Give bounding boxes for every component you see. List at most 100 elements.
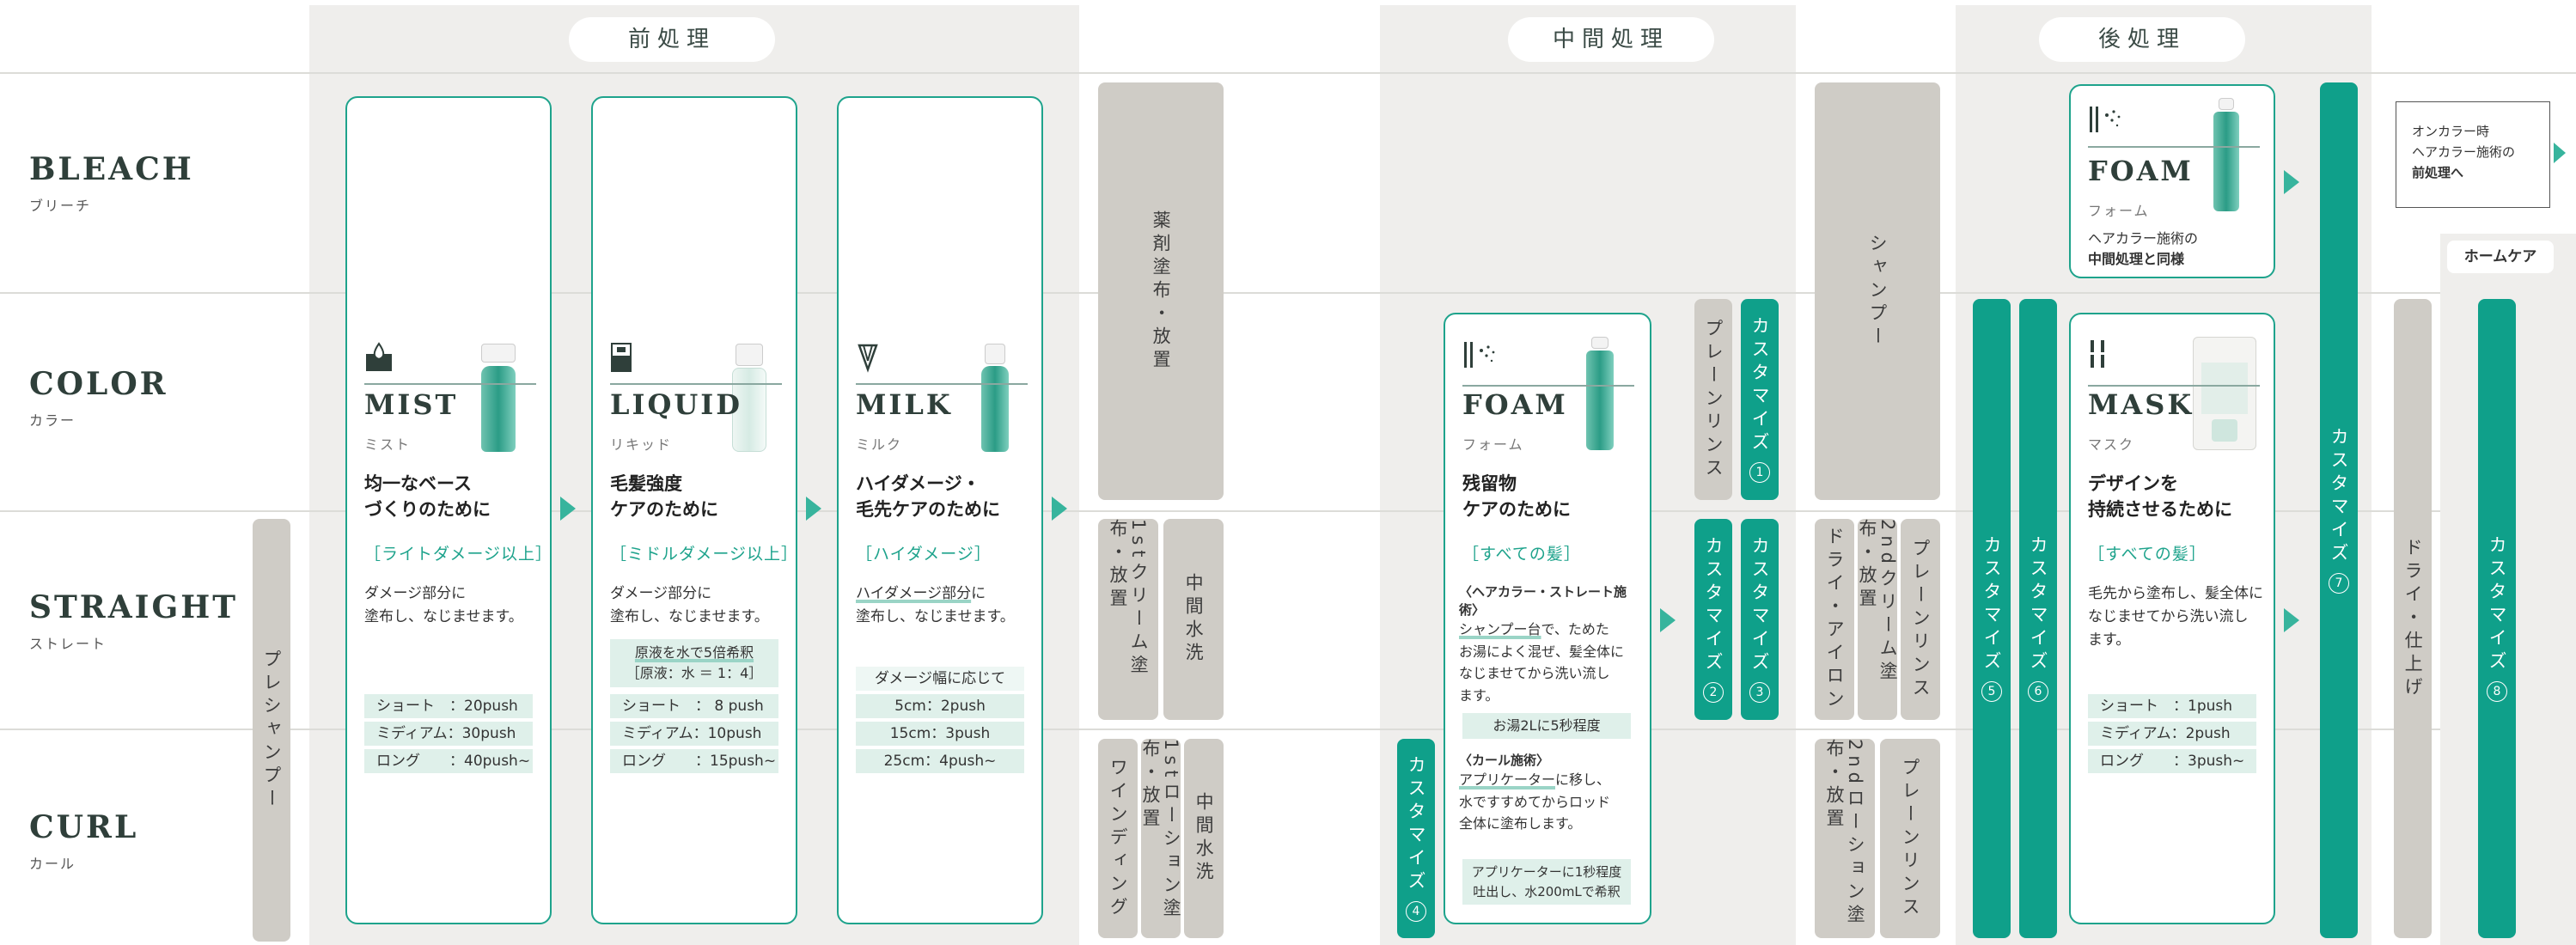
customize-6-step[interactable]: カスタマイズ 6 [2019, 299, 2057, 938]
purpose-line: デザインを [2088, 473, 2178, 494]
curl-usage-description: 〈カール施術〉 アプリケーターに移し、 水ですすめてからロッド 全体に塗布します… [1459, 751, 1643, 835]
product-kana: ミスト [364, 436, 412, 453]
target-hair: ［すべての髪］ [1462, 545, 1581, 564]
step-label: カスタマイズ [1749, 316, 1771, 455]
first-cream-step: 1stクリーム塗布・放置 [1098, 519, 1158, 720]
dry-iron-step: ドライ・アイロン [1815, 519, 1854, 720]
flow-arrow [1660, 608, 1676, 632]
desc-line: 塗布し、なじませます。 [856, 608, 1015, 626]
row-label-color: COLOR カラー [29, 366, 168, 430]
desc-line: ハイダメージ部分に [856, 582, 1015, 606]
row-kana: ブリーチ [29, 198, 92, 214]
product-name: FOAM [1462, 388, 1568, 421]
amount-row: ミディアム：30push [364, 722, 533, 746]
step-number: 6 [2028, 681, 2048, 702]
flow-arrow [560, 497, 576, 521]
purpose-line: 毛先ケアのために [856, 499, 1000, 521]
foam-mid-product-card[interactable]: FOAM フォーム 残留物 ケアのために ［すべての髪］ 〈ヘアカラー・ストレー… [1444, 313, 1651, 924]
usage-description: ダメージ部分に 塗布し、なじませます。 [610, 582, 769, 629]
step-label: 1stクリーム塗布・放置 [1108, 519, 1150, 679]
desc-line: 全体に塗布します。 [1459, 815, 1582, 832]
foam-post-product-card[interactable]: FOAM フォーム ヘアカラー施術の 中間処理と同様 [2069, 84, 2275, 278]
note-line: 原液を水で5倍希釈 [634, 644, 754, 661]
note-line: オンカラー時 [2412, 124, 2490, 139]
desc-line: 毛先から塗布し、髪全体に [2088, 585, 2263, 602]
row-kana: カール [29, 856, 76, 872]
row-divider [0, 72, 2576, 74]
foam-can-image [2212, 98, 2241, 211]
customize-4-step[interactable]: カスタマイズ 4 [1397, 739, 1435, 938]
target-hair: ［すべての髪］ [2088, 545, 2207, 564]
flow-arrow [2554, 143, 2566, 163]
customize-7-step[interactable]: カスタマイズ 7 [2320, 82, 2358, 938]
mist-bottle-image [476, 344, 522, 452]
desc-line: シャンプー台で、ためた [1459, 619, 1643, 641]
step-label: 薬剤塗布・放置 [1151, 210, 1172, 373]
section-title-mid: 中間処理 [1508, 17, 1714, 62]
row-kana: ストレート [29, 636, 107, 652]
desc-line: お湯によく混ぜ、髪全体に [1459, 643, 1625, 660]
customize-2-step[interactable]: カスタマイズ 2 [1694, 519, 1732, 720]
homecare-label: ホームケア [2447, 241, 2554, 273]
mid-rinse-step: 中間水洗 [1163, 519, 1224, 720]
dry-finish-step: ドライ・仕上げ [2394, 299, 2432, 938]
mask-icon [2088, 338, 2114, 373]
procedure-subtitle: 〈カール施術〉 [1459, 753, 1550, 768]
note-line: 前処理へ [2412, 165, 2464, 180]
mask-product-card[interactable]: MASK マスク デザインを 持続させるために ［すべての髪］ 毛先から塗布し、… [2069, 313, 2275, 924]
customize-1-step[interactable]: カスタマイズ 1 [1741, 299, 1779, 500]
step-label: ワインディング [1108, 757, 1129, 920]
purpose-line: 残留物 [1462, 473, 1517, 494]
product-purpose: 残留物 ケアのために [1462, 471, 1571, 523]
product-purpose: 毛髪強度 ケアのために [610, 471, 718, 523]
step-number: 2 [1703, 682, 1724, 703]
product-kana: マスク [2088, 436, 2135, 453]
desc-line: 塗布し、なじませます。 [364, 608, 523, 626]
divider [2088, 385, 2260, 387]
row-kana: カラー [29, 412, 76, 429]
desc-text: に [971, 585, 986, 602]
row-label-straight: STRAIGHT ストレート [29, 589, 238, 653]
customize-8-step[interactable]: カスタマイズ 8 [2478, 299, 2516, 938]
step-number: 3 [1749, 682, 1770, 703]
first-lotion-step: 1stローション塗布・放置 [1140, 739, 1182, 938]
flow-arrow [2284, 170, 2299, 194]
step-label: プレーンリンス [1910, 538, 1932, 701]
note-line: アプリケーターに1秒程度 [1471, 864, 1622, 880]
dilution-note: 原液を水で5倍希釈 ［原液：水 ＝ 1：4］ [610, 639, 778, 687]
oncolor-note-box: オンカラー時 ヘアカラー施術の 前処理へ [2396, 101, 2550, 208]
product-kana: フォーム [2088, 203, 2150, 219]
highlight-text: ハイダメージ部分 [856, 585, 972, 602]
mist-product-card[interactable]: MIST ミスト 均一なベース づくりのために ［ライトダメージ以上］ ダメージ… [345, 96, 552, 924]
step-label: カスタマイズ [1406, 755, 1427, 894]
row-label-curl: CURL カール [29, 809, 138, 873]
purpose-line: 持続させるために [2088, 499, 2232, 521]
step-number: 7 [2329, 573, 2349, 594]
milk-product-card[interactable]: MILK ミルク ハイダメージ・ 毛先ケアのために ［ハイダメージ］ ハイダメー… [837, 96, 1043, 924]
customize-5-step[interactable]: カスタマイズ 5 [1973, 299, 2011, 938]
customize-3-step[interactable]: カスタマイズ 3 [1741, 519, 1779, 720]
divider [2088, 146, 2260, 148]
section-title-pre: 前処理 [569, 17, 775, 62]
plain-rinse-step: プレーンリンス [1694, 299, 1732, 500]
amount-row: 5cm：2push [856, 694, 1024, 718]
desc-text: で、ためた [1541, 621, 1609, 637]
product-purpose: ハイダメージ・ 毛先ケアのために [856, 471, 1000, 523]
flow-arrow [2284, 608, 2299, 632]
product-name: MIST [364, 388, 459, 421]
product-purpose: 均一なベース づくりのために [364, 471, 491, 523]
milk-icon [856, 342, 887, 376]
target-hair: ［ハイダメージ］ [856, 545, 992, 564]
desc-line: 水ですすめてからロッド [1459, 793, 1611, 810]
second-cream-step: 2ndクリーム塗布・放置 [1857, 519, 1898, 720]
step-label: プレーンリンス [1703, 318, 1724, 481]
mid-rinse-curl-step: 中間水洗 [1184, 739, 1224, 938]
amount-row: ミディアム：10push [610, 722, 778, 746]
step-label: 1stローション塗布・放置 [1140, 739, 1182, 922]
liquid-product-card[interactable]: LIQUID リキッド 毛髪強度 ケアのために ［ミドルダメージ以上］ ダメージ… [591, 96, 797, 924]
highlight-text: シャンプー台 [1459, 621, 1541, 637]
desc-line: ヘアカラー施術の [2088, 230, 2199, 247]
step-label: ドライ・仕上げ [2402, 537, 2424, 700]
divider [610, 383, 782, 385]
step-label: プレシャンプー [261, 649, 283, 812]
